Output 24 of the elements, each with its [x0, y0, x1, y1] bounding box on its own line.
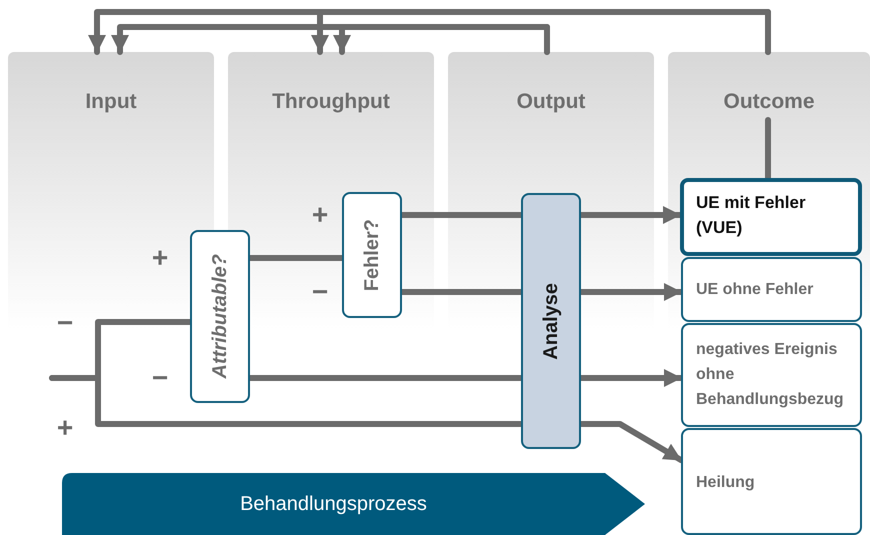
- connector-arrow: [578, 283, 684, 301]
- column-header: Throughput: [228, 52, 434, 120]
- connector-arrow: [578, 421, 684, 464]
- edge-label: −: [312, 278, 328, 306]
- outcome-box: UE mit Fehler (VUE): [680, 178, 862, 256]
- connector-arrow: [333, 24, 550, 55]
- decision-box: Fehler?: [342, 192, 402, 318]
- edge-label: +: [56, 414, 74, 442]
- edge-label: +: [312, 201, 328, 229]
- column-header: Output: [448, 52, 654, 120]
- edge-label: −: [56, 309, 74, 337]
- decision-box: Attributable?: [190, 230, 250, 403]
- outcome-box: Heilung: [681, 428, 862, 535]
- connector-arrow: [311, 9, 771, 55]
- connector-arrow: [578, 369, 684, 387]
- outcome-box: UE ohne Fehler: [681, 257, 862, 322]
- process-arrow: Behandlungsprozess: [62, 473, 645, 535]
- outcome-box: negatives Ereignis ohne Behandlungsbezug: [681, 323, 862, 427]
- edge-label: −: [152, 364, 168, 392]
- column-header: Outcome: [668, 52, 870, 120]
- process-box: Analyse: [521, 193, 581, 449]
- edge-label: +: [152, 244, 168, 272]
- column-header: Input: [8, 52, 214, 120]
- connector-arrow: [578, 206, 683, 224]
